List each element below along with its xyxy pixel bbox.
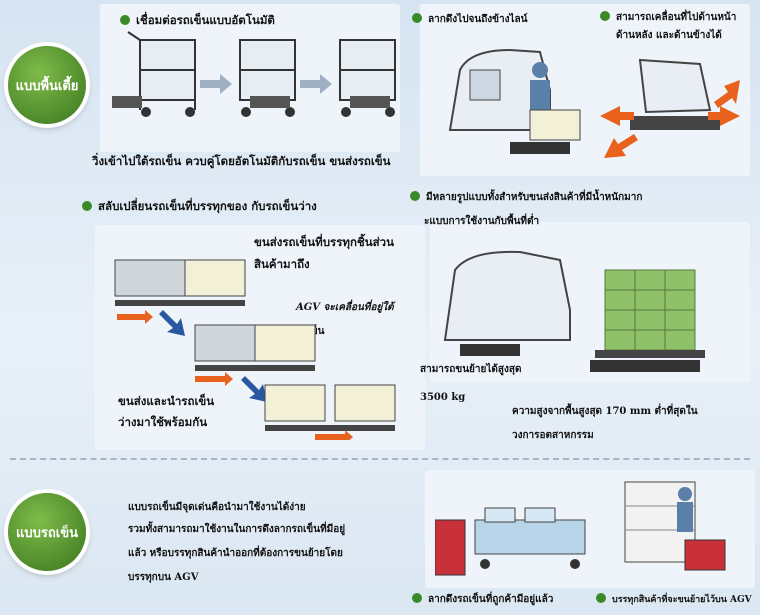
arrow-right-icon xyxy=(315,430,353,440)
cart-icon xyxy=(339,39,396,117)
agv-icon xyxy=(684,539,726,571)
badge-cart-type: แบบรถเข็น xyxy=(8,493,86,571)
caption-tow-existing: ลากดึงรถเข็นที่ถูกค้ามีอยู่แล้ว xyxy=(412,592,553,608)
arrow-down-right-icon xyxy=(159,310,185,336)
agv-icon xyxy=(630,116,720,130)
illustration-auto-connect xyxy=(112,31,396,117)
heading-many-types: มีหลายรูปแบบทั้งสำหรับขนส่งสินค้าที่มีน้… xyxy=(410,190,642,206)
bullet-icon xyxy=(596,593,606,603)
worker-icon xyxy=(678,487,692,501)
badge-low-type: แบบพื้นเตี้ย xyxy=(8,46,86,124)
cart-icon xyxy=(264,384,396,431)
agv-icon xyxy=(435,519,466,576)
caption-max-load-1: สามารถขนย้ายได้สูงสุด xyxy=(420,364,522,375)
agv-icon xyxy=(510,142,570,154)
caption-max-load-2: 3500 kg xyxy=(420,392,466,403)
arrow-right-icon xyxy=(300,74,332,94)
bullet-icon xyxy=(412,593,422,603)
heading-many-types-2: ะแบบการใช้งานกับพื้นที่ต่ำ xyxy=(424,216,540,227)
arrow-down-left-icon xyxy=(604,134,638,158)
caption-agv-move-1: AGV จะเคลื่อนที่อยู่ใต้ xyxy=(296,302,394,313)
caption-height-2: วงการอตสาหกรรม xyxy=(512,430,594,441)
illustration-many-types xyxy=(443,250,705,372)
bullet-icon xyxy=(82,201,92,211)
arrow-right-icon xyxy=(195,372,233,386)
caption-cart-desc-3: แล้ว หรือบรรทุกสินค้านำออกที่ต้องการขนย้… xyxy=(128,548,343,559)
caption-deliver-2: สินค้ามาถึง xyxy=(254,257,310,271)
agv-icon xyxy=(250,96,290,108)
arrow-left-icon xyxy=(600,106,634,126)
section-divider xyxy=(10,458,750,460)
cart-icon xyxy=(239,39,296,117)
shelf-cart-icon xyxy=(595,269,705,358)
caption-deliver-1: ขนส่งรถเข็นที่บรรทุกชิ้นส่วน xyxy=(254,235,394,249)
caption-return-1: ขนส่งและนำรถเข็น xyxy=(118,394,215,408)
agv-icon xyxy=(460,344,520,356)
caption-carry-on-agv: บรรทุกสินค้าที่จะขนย้ายไว้บน AGV xyxy=(596,592,752,608)
heading-auto-connect: เชื่อมต่อรถเข็นแบบอัตโนมัติ xyxy=(120,12,275,28)
cart-icon xyxy=(127,31,196,117)
heading-move-directions: สามารถเคลื่อนที่ไปด้านหน้า xyxy=(600,10,736,26)
illustration-swap-cart xyxy=(114,259,396,440)
caption-cart-desc-1: แบบรถเข็นมีจุดเด่นคือนำมาใช้งานได้ง่าย xyxy=(128,502,306,513)
cart-icon xyxy=(114,259,246,306)
arrow-right-icon xyxy=(117,310,153,324)
arrow-down-right-icon xyxy=(241,376,267,402)
caption-connect-steps: วิ่งเข้าไปใต้รถเข็น ควบคู่โดยอัตโนมัติกั… xyxy=(92,154,391,168)
cart-icon xyxy=(529,109,581,141)
caption-return-2: ว่างมาใช้พร้อมกัน xyxy=(118,415,208,429)
worker-icon xyxy=(532,62,548,78)
illustration-move-directions xyxy=(600,58,740,158)
cart-icon xyxy=(194,324,316,371)
arrow-right-icon xyxy=(708,106,740,126)
arrow-right-icon xyxy=(200,74,232,94)
heading-swap-cart: สลับเปลี่ยนรถเข็นที่บรรทุกของ กับรถเข็นว… xyxy=(82,198,317,214)
bullet-icon xyxy=(120,15,130,25)
cart-icon xyxy=(474,507,586,569)
caption-cart-desc-4: บรรทุกบน AGV xyxy=(128,572,199,583)
car-body-icon xyxy=(443,250,571,341)
bullet-icon xyxy=(412,13,422,23)
arrow-up-right-icon xyxy=(714,80,740,108)
agv-icon xyxy=(112,96,142,108)
car-door-icon xyxy=(638,58,712,114)
caption-cart-desc-2: รวมทั้งสามารถมาใช้งานในการดึงลากรถเข็นที… xyxy=(128,524,346,535)
bullet-icon xyxy=(410,191,420,201)
illustration-cart-type xyxy=(435,481,726,576)
caption-height-1: ความสูงจากพื้นสูงสุด 170 mm ต่ำที่สุดใน xyxy=(512,406,698,417)
agv-icon xyxy=(350,96,390,108)
heading-tow-line: ลากดึงไปจนถึงข้างไลน์ xyxy=(412,12,528,28)
illustration-tow-line xyxy=(448,48,581,154)
bullet-icon xyxy=(600,11,610,21)
heading-move-directions-2: ด้านหลัง และด้านข้างได้ xyxy=(616,30,722,41)
agv-icon xyxy=(590,360,700,372)
